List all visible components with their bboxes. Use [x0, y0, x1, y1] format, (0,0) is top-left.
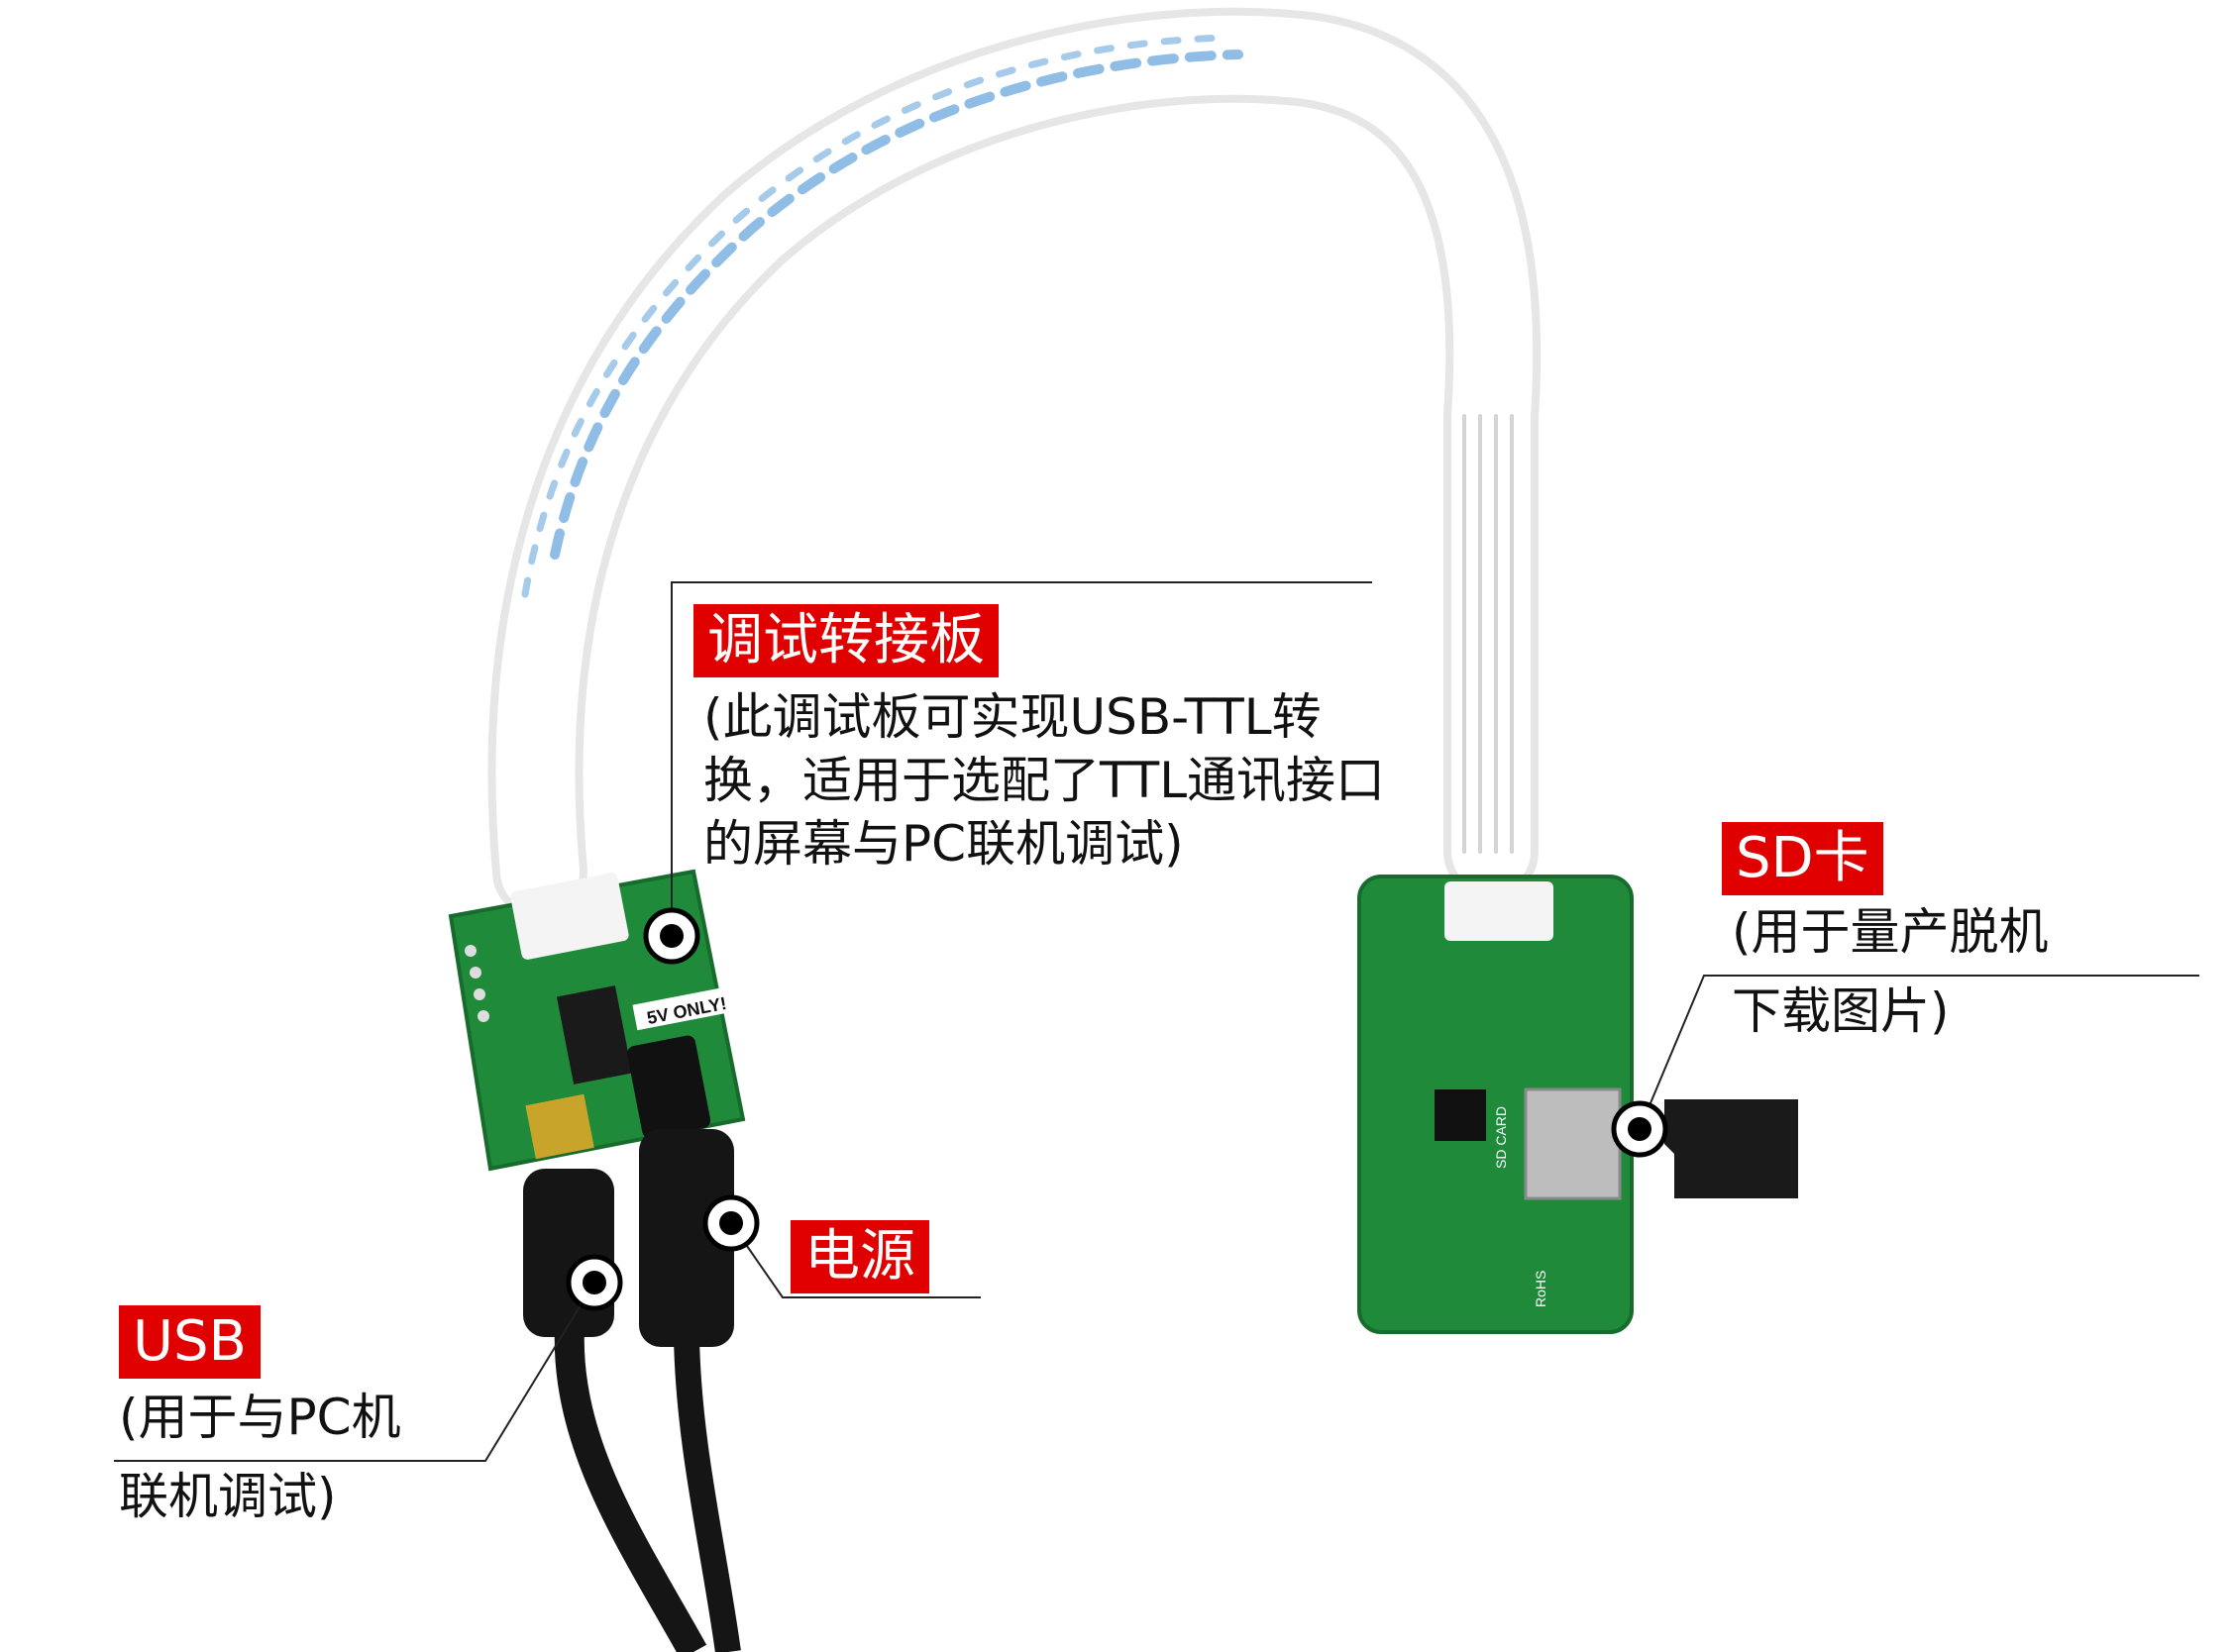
usb-marker-icon — [566, 1254, 623, 1311]
micro-sd-card — [1664, 1099, 1798, 1198]
leader-lines — [114, 581, 2199, 1462]
sd-card-marker-icon — [1611, 1100, 1668, 1158]
sd-card-desc-line-1: (用于量产脱机 — [1732, 903, 2049, 961]
sd-card-slot-label: SD CARD — [1493, 1106, 1509, 1169]
power-marker-icon — [702, 1194, 760, 1252]
usb-tag: USB — [119, 1305, 261, 1379]
power-cable — [639, 1129, 741, 1652]
usb-desc-line-2: 联机调试) — [119, 1468, 337, 1525]
sd-card-tag: SD卡 — [1722, 822, 1883, 895]
display-board: SD CARD RoHS — [1357, 875, 1634, 1334]
debug-adapter-board: 5V ONLY! — [448, 869, 746, 1172]
debug-board-desc-line-1: (此调试板可实现USB-TTL转 — [703, 688, 1322, 746]
debug-board-marker-icon — [643, 907, 700, 965]
debug-board-tag: 调试转接板 — [693, 604, 999, 677]
ribbon-cable — [487, 7, 1542, 919]
power-tag: 电源 — [791, 1220, 929, 1293]
rohs-label: RoHS — [1533, 1271, 1548, 1307]
debug-board-desc-line-2: 换，适用于选配了TTL通讯接口 — [703, 752, 1386, 809]
sd-card-desc-line-2: 下载图片) — [1732, 982, 1950, 1040]
marker-dots — [566, 907, 1668, 1311]
debug-board-desc-line-3: 的屏幕与PC联机调试) — [703, 815, 1184, 873]
usb-desc-line-1: (用于与PC机 — [119, 1389, 401, 1446]
